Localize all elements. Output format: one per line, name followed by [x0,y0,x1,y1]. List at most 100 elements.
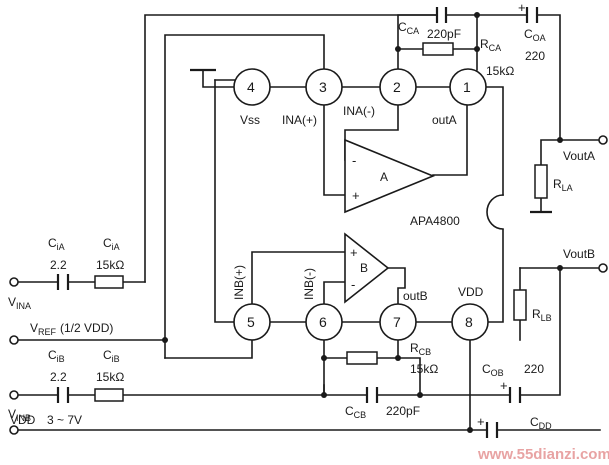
cca-label: CCA [398,20,419,36]
component-labels: CCA 220pF RCA 15kΩ + COA 220 RLA CiA 2.2… [48,0,573,431]
cob-label: COB [482,362,504,378]
ccb-label: CCB [345,404,366,420]
pin-6: 6 [305,303,343,341]
pin6-label: INB(-) [302,268,316,300]
op-amp-b-triangle [344,232,390,304]
pin-2: 2 [379,68,417,106]
vref-terminal-label: VREF(1/2 VDD) [30,321,113,337]
pin-4: 4 [233,68,271,106]
cob-polarity: + [500,378,508,393]
vdd-range: 3 ~ 7V [47,413,82,427]
amp-a-out-wire [432,104,468,176]
op-amp-b-minus: - [351,277,355,292]
junction-dot [474,12,480,18]
cca-value: 220pF [427,27,461,41]
cob-right-wire [519,267,561,396]
vouta-terminal-label: VoutA [563,149,595,163]
vref-to-pin5 [164,339,253,359]
vinb-terminal [9,390,19,400]
coa-value: 220 [525,49,545,63]
cib-value: 2.2 [50,370,67,384]
junction-dot [467,427,473,433]
op-amp-a-minus: - [352,153,356,168]
cib-label: CiB [48,348,65,364]
rlb-label: RLB [532,307,552,323]
junction-dot [395,46,401,52]
rlb-resistor [513,289,527,321]
op-amp-a: A - + [344,138,436,214]
pin5-label: INB(+) [232,265,246,300]
pin8-label: VDD [458,285,484,299]
cdd-polarity: + [477,414,485,429]
pin-5: 5 [233,303,271,341]
junction-dot [417,392,423,398]
pin-8: 8 [451,303,489,341]
terminals [9,135,608,435]
rca-label: RCA [480,37,501,53]
cia-value: 2.2 [50,258,67,272]
op-amp-a-triangle [344,138,436,214]
pin-number: 6 [319,314,327,330]
pin1-label: outA [432,113,457,127]
pin4-label: Vss [240,113,260,127]
voutb-terminal [598,263,608,273]
cob-value: 220 [524,362,544,376]
amp-b-out-wire [387,267,406,306]
resistors [94,42,548,402]
junction-dot [321,392,327,398]
ic-outline-left [214,79,236,323]
op-amp-b-plus: + [350,245,358,260]
vref-wire-up [164,34,325,359]
amp-a-plus-wire [323,104,346,196]
op-amp-b: B + - [344,232,390,304]
junction-dot [395,355,401,361]
rla-resistor [534,164,548,199]
pin7-label: outB [403,289,428,303]
rib-value: 15kΩ [96,370,124,384]
pin-labels: Vss INA(+) INA(-) outA INB(+) INB(-) out… [232,104,484,303]
pin-number: 8 [465,314,473,330]
ria-value: 15kΩ [96,258,124,272]
rcb-label: RCB [410,341,431,357]
pin-7: 7 [379,303,417,341]
vdd-terminal [9,425,19,435]
coa-right-wire [536,14,561,141]
amp-b-minus-wire [323,281,346,306]
pin3-label: INA(+) [282,113,317,127]
ria-label: CiA [103,236,120,252]
rcb-resistor [346,351,378,365]
pin-number: 5 [247,314,255,330]
capacitors [56,7,539,438]
op-amp-a-label: A [380,170,388,184]
pin-3: 3 [305,68,343,106]
coa-polarity: + [518,0,526,15]
rla-top-wire [540,139,561,166]
vouta-terminal [598,135,608,145]
pin-number: 4 [247,79,255,95]
vref-terminal [9,335,19,345]
junction-dot [321,355,327,361]
pin-number: 7 [393,314,401,330]
rib-label: CiB [103,348,120,364]
pin-number: 2 [393,79,401,95]
ccb-left-wire [323,384,368,396]
junctions [162,12,563,433]
ic-pins: 4 3 2 1 5 6 7 8 [233,68,489,341]
ic-notch [486,194,504,230]
ccb-value: 220pF [386,404,420,418]
junction-dot [557,265,563,271]
ground-symbols [190,68,552,214]
chip-name: APA4800 [410,214,460,228]
watermark-text: www.55dianzi.com [477,446,609,463]
rca-resistor [422,42,454,56]
voutb-terminal-label: VoutB [563,247,595,261]
vina-terminal-label: VINA [8,295,31,311]
cdd-label: CDD [530,415,552,431]
ccb-right-wire [376,357,421,396]
op-amp-a-plus: + [352,188,360,203]
terminal-labels: VINA VREF(1/2 VDD) VINB VDD 3 ~ 7V VoutA… [8,149,595,427]
ina-outer-wire [144,14,438,283]
rcb-value: 15kΩ [410,362,438,376]
rca-value: 15kΩ [486,64,514,78]
